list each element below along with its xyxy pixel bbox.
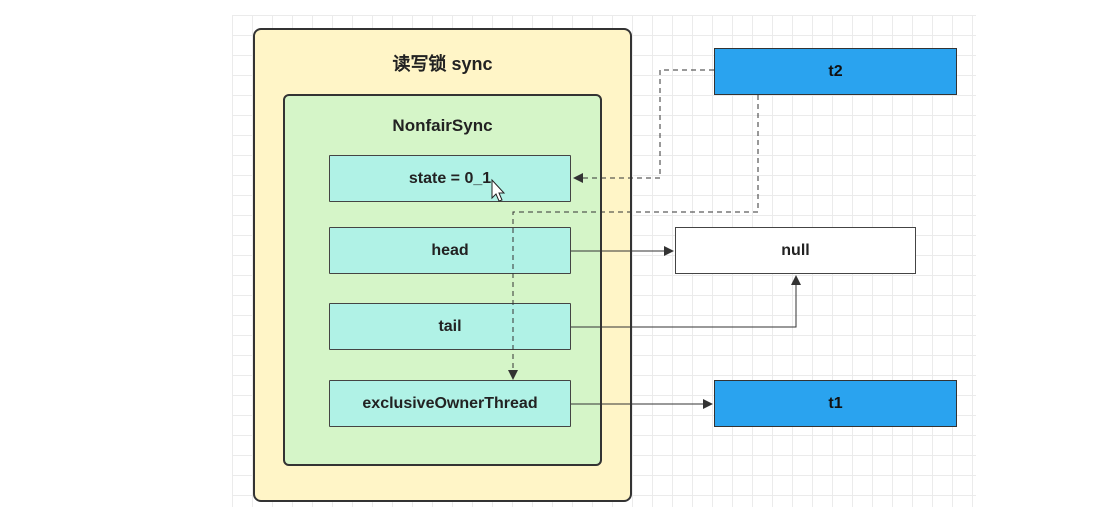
t2-to-owner-connector [508, 95, 759, 380]
exclusive-owner-thread-label: exclusiveOwnerThread [362, 394, 538, 412]
head-field[interactable]: head [329, 227, 571, 274]
mouse-cursor-icon [491, 178, 506, 202]
t2-to-state-connector [573, 69, 714, 183]
head-field-label: head [431, 241, 469, 259]
tail-field-label: tail [438, 317, 462, 335]
lock-title: 读写锁 sync [392, 54, 493, 74]
t1-thread-node[interactable]: t1 [714, 380, 957, 427]
t1-node-label: t1 [828, 394, 843, 412]
exclusive-owner-thread-field[interactable]: exclusiveOwnerThread [329, 380, 571, 427]
null-node[interactable]: null [675, 227, 916, 274]
t2-thread-node[interactable]: t2 [714, 48, 957, 95]
tail-to-null-connector [571, 275, 801, 328]
state-field[interactable]: state = 0_1 [329, 155, 571, 202]
tail-field[interactable]: tail [329, 303, 571, 350]
t2-node-label: t2 [828, 62, 843, 80]
state-field-label: state = 0_1 [408, 169, 492, 187]
null-node-label: null [781, 241, 810, 259]
sync-title: NonfairSync [392, 116, 493, 135]
